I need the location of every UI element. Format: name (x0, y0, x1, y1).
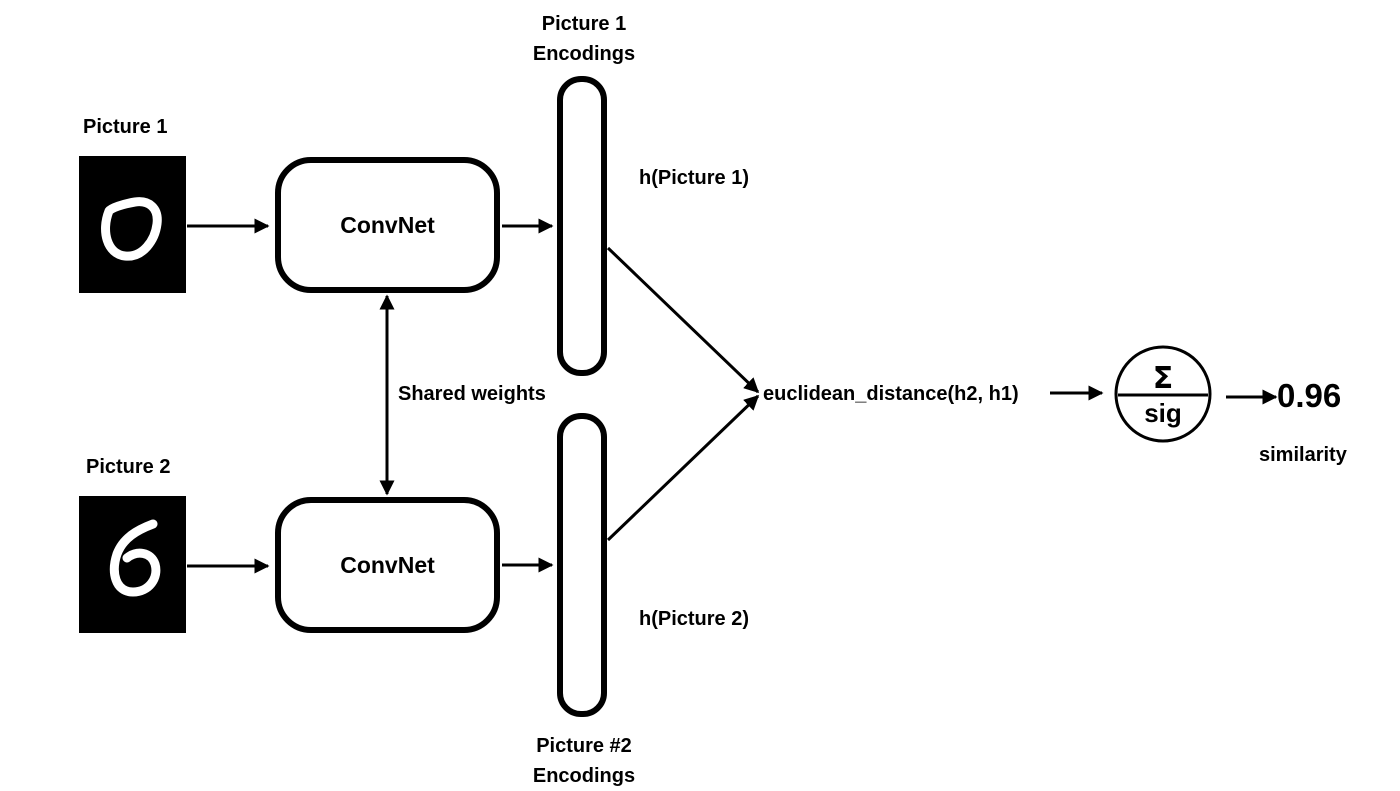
encoding2-title-line1: Picture #2 (536, 735, 632, 757)
activation-top-symbol: Σ (1153, 361, 1174, 396)
picture2-image (79, 496, 186, 633)
convnet-top: ConvNet (275, 157, 500, 293)
convnet-bottom: ConvNet (275, 497, 500, 633)
convnet-bottom-label: ConvNet (340, 551, 435, 578)
encoding1-title-line1: Picture 1 (541, 13, 627, 35)
encoding2-function-label: h(Picture 2) (639, 608, 750, 630)
picture1-image (79, 156, 186, 293)
encoding2-title-line2: Encodings (532, 765, 636, 787)
encoding1-function-label: h(Picture 1) (639, 167, 750, 189)
arrow-encoding2-to-distance (606, 394, 760, 542)
digit-zero-icon (101, 197, 162, 261)
picture2-label: Picture 2 (86, 456, 171, 478)
shared-weights-label: Shared weights (398, 383, 546, 405)
activation-bottom-text: sig (1144, 398, 1182, 428)
distance-label: euclidean_distance(h2, h1) (763, 383, 1019, 405)
encoding-bar-top (557, 76, 607, 376)
output-caption: similarity (1259, 444, 1347, 466)
output-value: 0.96 (1277, 377, 1342, 414)
convnet-top-label: ConvNet (340, 211, 435, 238)
encoding1-title: Picture 1 Encodings (484, 9, 684, 69)
picture1-label: Picture 1 (83, 116, 168, 138)
encoding2-title: Picture #2 Encodings (484, 731, 684, 791)
encoding-bar-bottom (557, 413, 607, 717)
arrow-encoding1-to-distance (606, 246, 760, 394)
encoding1-title-line2: Encodings (532, 43, 636, 65)
digit-six-icon (109, 519, 161, 597)
